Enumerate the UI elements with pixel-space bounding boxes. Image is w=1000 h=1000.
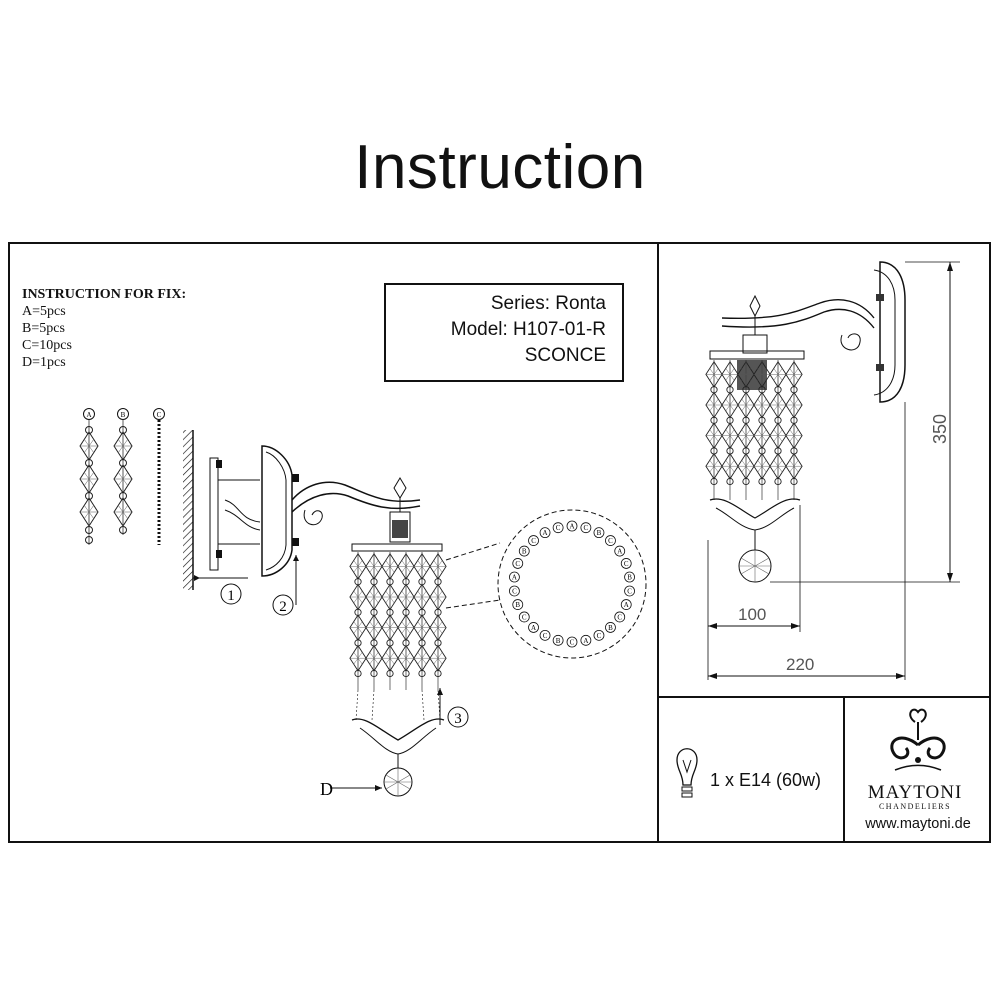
- frame-divider-footer: [843, 696, 845, 843]
- ring-crystal-label: C: [556, 524, 561, 532]
- part-d-label: D: [320, 779, 333, 799]
- series-label: Series: Ronta: [490, 293, 606, 314]
- ring-crystal-label: C: [515, 560, 520, 568]
- ring-crystal-label: B: [627, 574, 632, 582]
- part-b-strand: B: [113, 408, 133, 535]
- part-c-label: C: [157, 411, 162, 419]
- product-type-label: SCONCE: [524, 345, 606, 366]
- part-b-label: B: [121, 411, 126, 419]
- ring-crystal-label: A: [569, 523, 574, 531]
- ring-crystal-label: A: [624, 601, 629, 609]
- ring-crystal-label: B: [597, 529, 602, 537]
- ring-crystal-label: B: [556, 637, 561, 645]
- fix-instructions: INSTRUCTION FOR FIX: A=5pcs B=5pcs C=10p…: [22, 286, 186, 371]
- step-1-label: 1: [227, 588, 235, 604]
- ring-crystal-label: C: [627, 587, 632, 595]
- brand-url: www.maytoni.de: [865, 816, 971, 832]
- ring-crystal-label: A: [512, 574, 517, 582]
- wall-mount: [183, 430, 261, 590]
- ring-crystal-label: C: [617, 613, 622, 621]
- lamp-crystal-strands: [349, 552, 447, 721]
- dim-height-label: 350: [930, 414, 950, 444]
- ring-crystal-label: C: [608, 537, 613, 545]
- ring-crystal-label: A: [531, 624, 536, 632]
- part-a-label: A: [86, 411, 91, 419]
- fix-instructions-header: INSTRUCTION FOR FIX:: [22, 287, 187, 302]
- ring-crystal-label: C: [624, 560, 629, 568]
- step-2-label: 2: [279, 599, 287, 615]
- dimension-drawing: 350 100 220: [705, 261, 960, 680]
- dim-width-label: 220: [786, 655, 814, 674]
- ring-crystal-label: B: [515, 601, 520, 609]
- sconce-arm: [291, 477, 443, 552]
- page-title: Instruction: [354, 133, 646, 202]
- fix-item-a: A=5pcs: [22, 304, 66, 319]
- ring-crystal-label: B: [608, 624, 613, 632]
- drawing-frame: [8, 242, 991, 843]
- fix-item-c: C=10pcs: [22, 338, 72, 353]
- part-c-strand: C: [153, 408, 165, 545]
- dim-depth-label: 100: [738, 605, 766, 624]
- ring-crystal-label: C: [543, 632, 548, 640]
- step-markers: 1 2 3: [220, 583, 469, 728]
- bulb-icon: [676, 748, 698, 798]
- lamp-bottom-cup: D: [320, 718, 445, 799]
- frame-divider-vertical: [657, 242, 659, 843]
- ring-crystal-label: C: [584, 524, 589, 532]
- fix-item-b: B=5pcs: [22, 321, 65, 336]
- ring-crystal-label: B: [522, 548, 527, 556]
- maytoni-logo-icon: [890, 708, 946, 771]
- fix-item-d: D=1pcs: [22, 355, 66, 370]
- model-label: Model: H107-01-R: [450, 319, 606, 340]
- ring-crystal-label: C: [522, 613, 527, 621]
- ring-crystal-label: C: [570, 639, 575, 647]
- ring-crystal-label: C: [531, 537, 536, 545]
- frame-divider-horizontal: [657, 696, 991, 698]
- ring-crystal-label: C: [597, 632, 602, 640]
- ring-crystal-label: A: [617, 548, 622, 556]
- sconce-backplate: [261, 445, 299, 605]
- step-3-label: 3: [454, 711, 462, 727]
- ring-crystal-label: C: [512, 587, 517, 595]
- ring-crystal-label: A: [543, 529, 548, 537]
- brand-name: MAYTONI: [867, 782, 963, 803]
- brand-block: MAYTONI CHANDELIERS: [850, 782, 980, 811]
- brand-subtitle: CHANDELIERS: [878, 802, 952, 811]
- ring-crystal-label: A: [583, 637, 588, 645]
- model-info-box: Series: Ronta Model: H107-01-R SCONCE: [384, 283, 624, 382]
- bulb-spec: 1 x E14 (60w): [710, 770, 822, 790]
- part-a-strand: A: [79, 408, 99, 545]
